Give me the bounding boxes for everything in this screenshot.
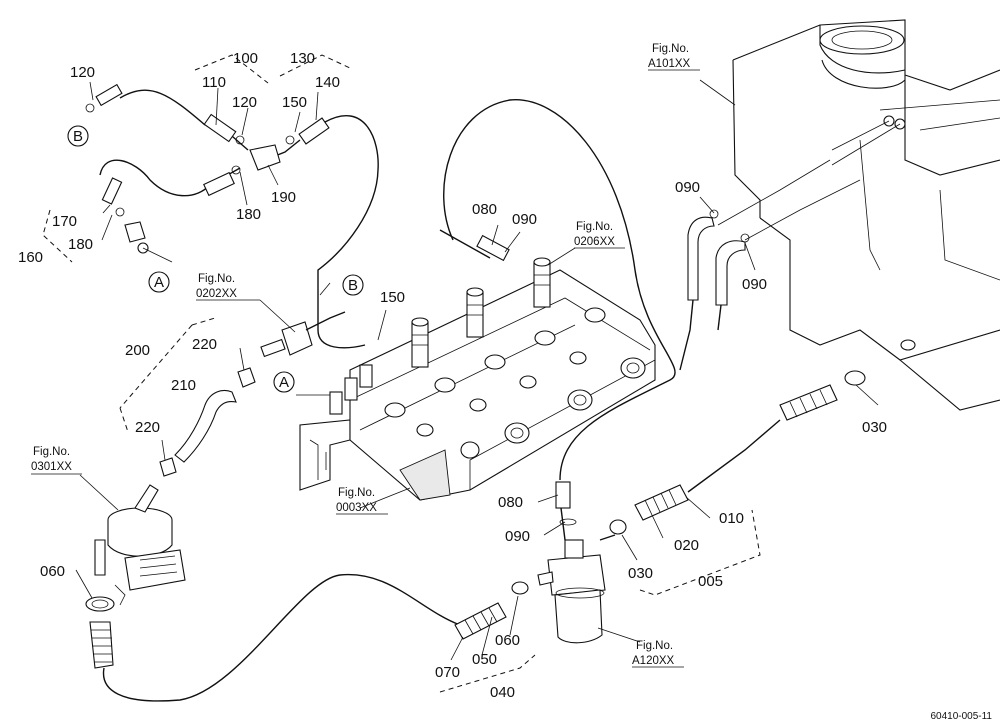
part-label-180: 180: [236, 206, 261, 223]
fig-ref-a120-line2: A120XX: [632, 655, 675, 667]
part-label-090-c: 090: [742, 276, 767, 293]
part-label-150-b: 150: [380, 289, 405, 306]
part-label-180-b: 180: [68, 236, 93, 253]
part-label-080: 080: [472, 201, 497, 218]
connection-markers: B A B A: [67, 125, 364, 393]
injector-2: [466, 287, 484, 338]
fig-ref-0206-line2: 0206XX: [574, 236, 615, 248]
part-label-005: 005: [698, 573, 723, 590]
marker-a1: A: [154, 274, 164, 291]
marker-b1: B: [73, 128, 83, 145]
part-label-060-b: 060: [495, 632, 520, 649]
fig-ref-0003-line2: 0003XX: [336, 502, 377, 514]
fuel-fitting-0202: [260, 311, 346, 358]
fig-ref-0301-line1: Fig.No.: [33, 446, 70, 458]
left-corrugated-hose: [89, 621, 114, 669]
injector-1: [411, 317, 429, 368]
fig-ref-a101-line2: A101XX: [648, 58, 691, 70]
fig-ref-0301-line2: 0301XX: [31, 461, 72, 473]
figure-references: Fig.No. A101XX Fig.No. 0206XX Fig.No. 02…: [31, 43, 700, 668]
fig-ref-0202-line1: Fig.No.: [198, 273, 235, 285]
part-label-100: 100: [233, 50, 258, 67]
part-label-090: 090: [512, 211, 537, 228]
group-brackets: [42, 54, 761, 693]
fig-ref-a120-line1: Fig.No.: [636, 640, 673, 652]
fig-ref-0003-line1: Fig.No.: [338, 487, 375, 499]
part-label-160: 160: [18, 249, 43, 266]
part-label-220: 220: [192, 336, 217, 353]
marker-b2: B: [348, 277, 358, 294]
fuel-hose-210: [159, 367, 256, 477]
marker-circle-a2: [273, 371, 295, 393]
tank-return-hoses: [679, 209, 750, 371]
fig-ref-a101-line1: Fig.No.: [652, 43, 689, 55]
leak-off-pipe-assembly: [85, 83, 379, 349]
left-clamp-060: [85, 596, 115, 612]
marker-circle-b1: [67, 125, 89, 147]
part-label-030: 030: [862, 419, 887, 436]
part-label-110: 110: [202, 74, 226, 91]
part-label-170: 170: [52, 213, 77, 230]
injector-3: [533, 257, 551, 308]
part-label-060: 060: [40, 563, 65, 580]
marker-circle-a1: [148, 271, 170, 293]
part-label-130: 130: [290, 50, 315, 67]
return-pipe: [439, 99, 676, 481]
fig-ref-0206-line1: Fig.No.: [576, 221, 613, 233]
leader-lines: [75, 79, 879, 661]
fuel-filter-a120: [537, 481, 606, 644]
hose-070-050: [454, 581, 529, 640]
part-label-030-b: 030: [628, 565, 653, 582]
engine-body-outline: [717, 19, 1000, 411]
part-label-150: 150: [282, 94, 307, 111]
fuel-feed-pump: [94, 484, 186, 606]
part-label-070: 070: [435, 664, 460, 681]
part-label-050: 050: [472, 651, 497, 668]
part-label-220-b: 220: [135, 419, 160, 436]
part-label-120: 120: [70, 64, 95, 81]
part-label-090-d: 090: [505, 528, 530, 545]
part-label-040: 040: [490, 684, 515, 701]
part-label-080-b: 080: [498, 494, 523, 511]
fig-ref-0202-line2: 0202XX: [196, 288, 237, 300]
injector-nozzles: [329, 257, 551, 415]
fuel-feed-pipe: [102, 573, 461, 702]
part-label-090-b: 090: [675, 179, 700, 196]
head-ports: [384, 307, 646, 459]
part-label-010: 010: [719, 510, 744, 527]
part-labels: 120 100 130 110 120 150 140 190 180 170 …: [18, 50, 887, 701]
hose-assembly-005: [599, 370, 866, 541]
marker-circle-b2: [342, 274, 364, 296]
part-label-020: 020: [674, 537, 699, 554]
injector-4: [329, 364, 373, 415]
cylinder-head: [299, 269, 656, 501]
marker-a2: A: [279, 374, 289, 391]
part-label-140: 140: [315, 74, 340, 91]
part-label-190: 190: [271, 189, 296, 206]
part-label-200: 200: [125, 342, 150, 359]
part-label-120-b: 120: [232, 94, 257, 111]
drawing-code: 60410-005-11: [930, 711, 992, 722]
part-label-210: 210: [171, 377, 196, 394]
